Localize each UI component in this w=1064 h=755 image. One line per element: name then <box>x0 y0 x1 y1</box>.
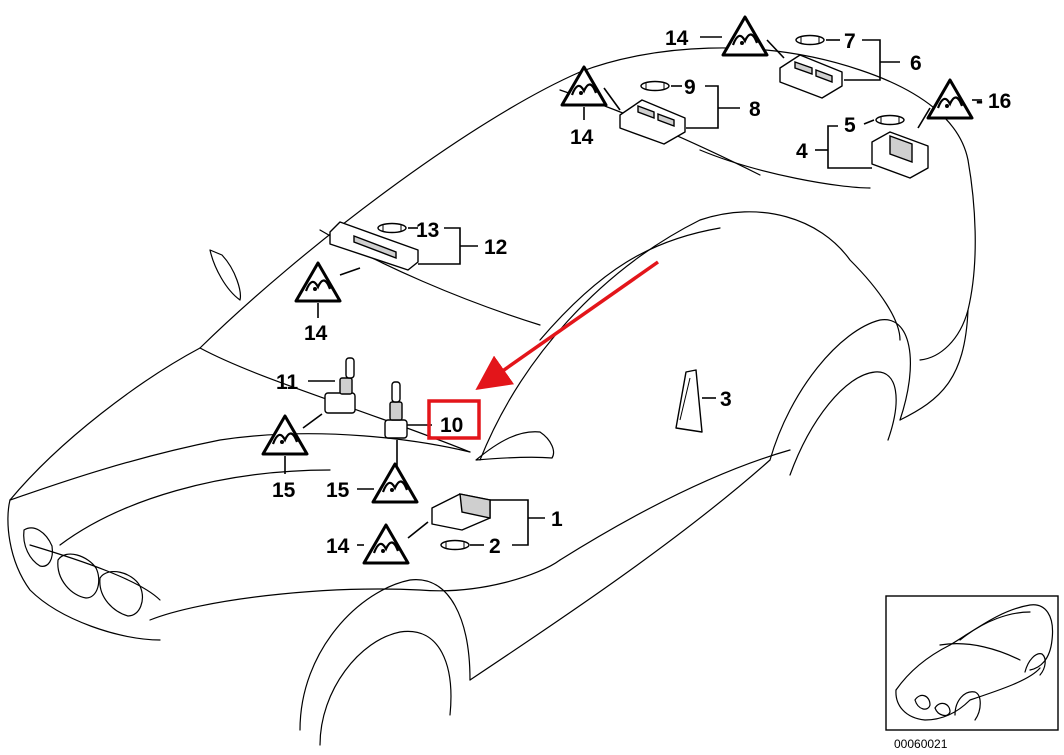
label-6: 6 <box>910 52 922 75</box>
esd-warning-icon-16 <box>926 78 974 120</box>
label-2: 2 <box>489 535 501 558</box>
label-1: 1 <box>551 508 563 531</box>
part-2-bulb <box>440 539 470 551</box>
highlight-arrow <box>475 260 660 391</box>
leader-lines <box>284 36 982 546</box>
esd-warning-icon-14d <box>362 523 410 565</box>
car-outline <box>7 47 976 746</box>
part-9-bulb <box>640 80 670 92</box>
part-6-lamp-housing <box>779 54 843 99</box>
label-4: 4 <box>796 140 808 163</box>
part-13-bulb <box>377 222 407 234</box>
label-5: 5 <box>844 114 856 137</box>
highlight-group <box>427 260 660 440</box>
part-11-bulb-socket <box>324 357 356 414</box>
label-16: 16 <box>988 90 1011 113</box>
label-15b: 15 <box>326 479 350 502</box>
label-9: 9 <box>684 76 696 99</box>
part-5-bulb <box>875 114 905 126</box>
thumbnail-inset <box>885 595 1059 731</box>
label-3: 3 <box>720 388 732 411</box>
part-3-panel <box>675 369 703 433</box>
label-13: 13 <box>416 219 439 242</box>
label-15a: 15 <box>272 479 296 502</box>
diagram-code: 00060021 <box>894 737 948 751</box>
label-8: 8 <box>749 98 761 121</box>
label-16-dash: - <box>976 90 983 113</box>
part-4-trunk-lamp <box>871 131 929 179</box>
label-10: 10 <box>440 414 463 437</box>
label-14a: 14 <box>665 27 689 50</box>
esd-warning-icon-14b <box>560 65 608 107</box>
label-14d: 14 <box>326 535 350 558</box>
part-7-bulb <box>795 34 825 46</box>
label-14b: 14 <box>570 126 594 149</box>
label-7: 7 <box>844 30 856 53</box>
esd-warning-icon-14c <box>294 261 342 303</box>
label-14c: 14 <box>304 322 328 345</box>
part-1-control-unit <box>431 493 491 531</box>
esd-warning-icon-15b <box>371 462 419 504</box>
part-12-interior-lamp <box>329 221 419 271</box>
label-11: 11 <box>276 371 299 394</box>
part-8-lamp-housing <box>619 99 686 145</box>
esd-warning-icon-14a <box>721 15 769 57</box>
highlight-box <box>427 399 481 440</box>
part-10-bulb-socket <box>384 381 408 439</box>
label-12: 12 <box>484 236 507 259</box>
